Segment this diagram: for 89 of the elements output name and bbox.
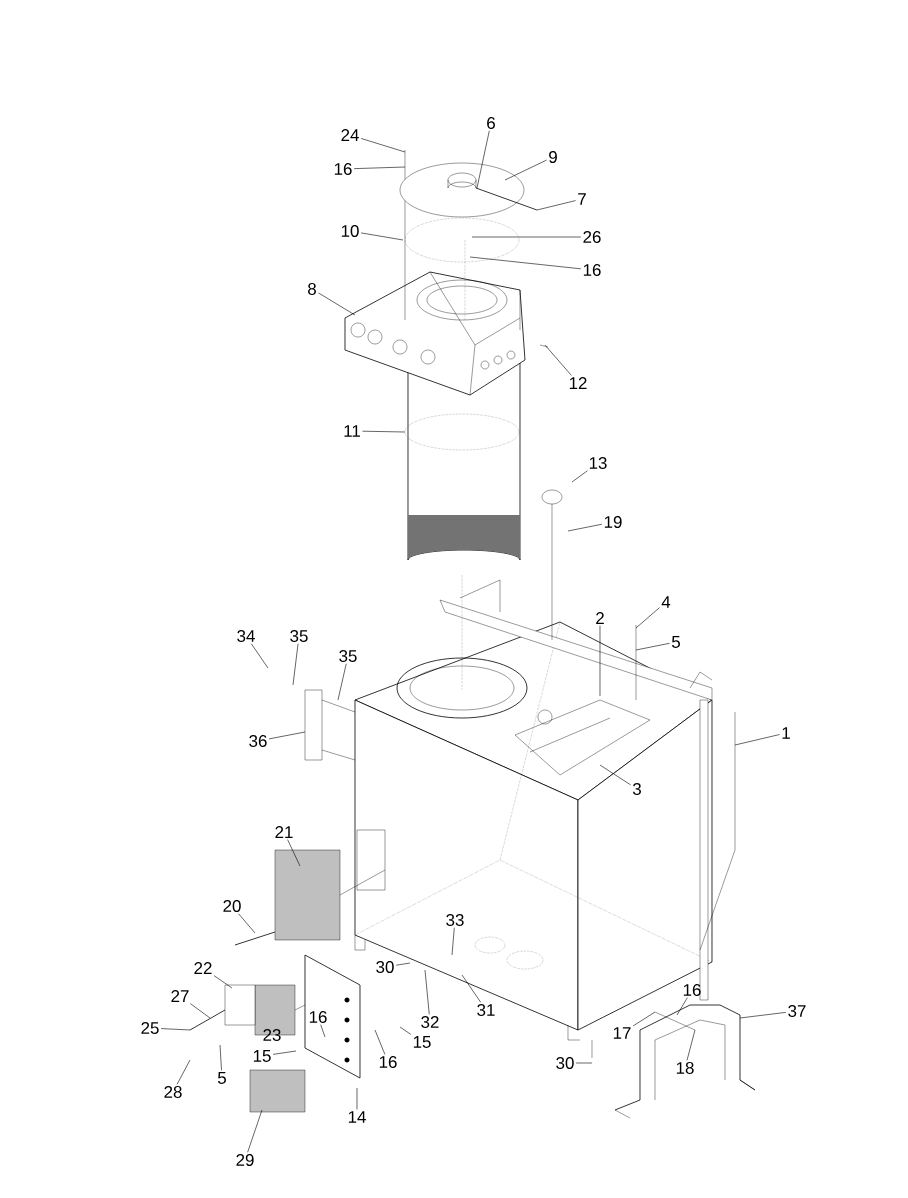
leader-line [247,1109,263,1153]
leader-line [686,1029,696,1061]
callout-number: 10 [341,225,359,237]
leader-line [395,962,411,966]
callout-number: 29 [236,1154,254,1166]
callout-number: 28 [164,1086,182,1098]
callout-number: 23 [263,1029,281,1041]
callout-number: 8 [308,283,316,295]
leader-line [676,997,688,1016]
callout-number: 13 [589,457,607,469]
callout-number: 16 [583,264,601,276]
callout-number: 14 [348,1111,366,1123]
callout-number: 15 [253,1050,271,1062]
leader-line [160,1028,191,1031]
leader-line [360,138,406,153]
callout-number: 30 [556,1057,574,1069]
callout-number: 36 [249,735,267,747]
leader-line [238,913,256,934]
leader-line [219,1044,222,1071]
leader-line [632,1011,656,1027]
leader-line [176,1059,191,1085]
callout-number: 2 [596,612,604,624]
leader-line [318,292,356,316]
leader-line [635,643,670,651]
callout-number: 4 [661,596,671,608]
leader-line [287,839,301,867]
leader-line [536,200,576,211]
leader-line [424,969,430,1015]
callout-number: 18 [676,1062,694,1074]
callout-number: 15 [413,1036,431,1048]
leader-line [251,643,269,669]
callout-number: 19 [604,516,622,528]
leader-line [571,470,588,483]
leader-line [292,643,299,686]
callout-number: 32 [421,1016,439,1028]
leader-line [374,1029,386,1055]
leader-line [362,430,406,433]
leader-line [544,344,572,376]
leader-line [599,625,601,697]
callout-number: 27 [171,990,189,1002]
leader-line [469,256,582,270]
callout-number: 5 [671,636,680,648]
leader-line [356,1087,358,1110]
callout-number: 9 [549,151,557,163]
callout-number: 3 [632,783,641,795]
callout-number: 12 [569,377,587,389]
leader-line [739,1012,787,1019]
callout-number: 16 [683,984,701,996]
leader-line [190,1003,211,1019]
callout-number: 25 [141,1022,159,1034]
leader-line [599,764,631,786]
callout-number: 11 [344,425,360,437]
leader-line [268,731,306,740]
callout-number: 35 [339,650,357,662]
leader-line [320,1024,326,1038]
leader-line [635,607,660,629]
leader-line [337,663,347,701]
callout-number: 24 [341,129,359,141]
leader-line [567,523,603,532]
callout-number: 17 [613,1027,631,1039]
callout-number: 1 [782,727,790,739]
callout-number: 26 [583,231,601,243]
leader-line [575,1062,593,1064]
callout-number: 34 [237,630,255,642]
callout-number: 16 [309,1011,327,1023]
callout-number: 30 [376,961,394,973]
leader-line [476,130,490,189]
leader-line [504,159,547,181]
leader-line [213,975,233,989]
callout-number: 22 [194,962,212,974]
leader-line [471,236,582,238]
leader-line [353,166,406,169]
callout-number: 33 [446,914,464,926]
leader-line [461,974,482,1003]
leader-line [272,1050,297,1055]
leader-line [734,734,780,746]
leader-line [451,927,455,956]
callout-number: 21 [275,826,293,838]
leader-line [399,1026,412,1035]
callout-number: 16 [379,1056,397,1068]
callout-number: 20 [223,900,241,912]
leader-line [360,232,404,241]
callout-number: 35 [290,630,308,642]
callout-number: 16 [334,163,352,175]
callout-number: 6 [487,117,495,129]
callout-number: 7 [578,193,586,205]
callout-number: 31 [477,1004,495,1016]
callout-number: 37 [788,1005,806,1017]
callout-number: 5 [217,1072,226,1084]
